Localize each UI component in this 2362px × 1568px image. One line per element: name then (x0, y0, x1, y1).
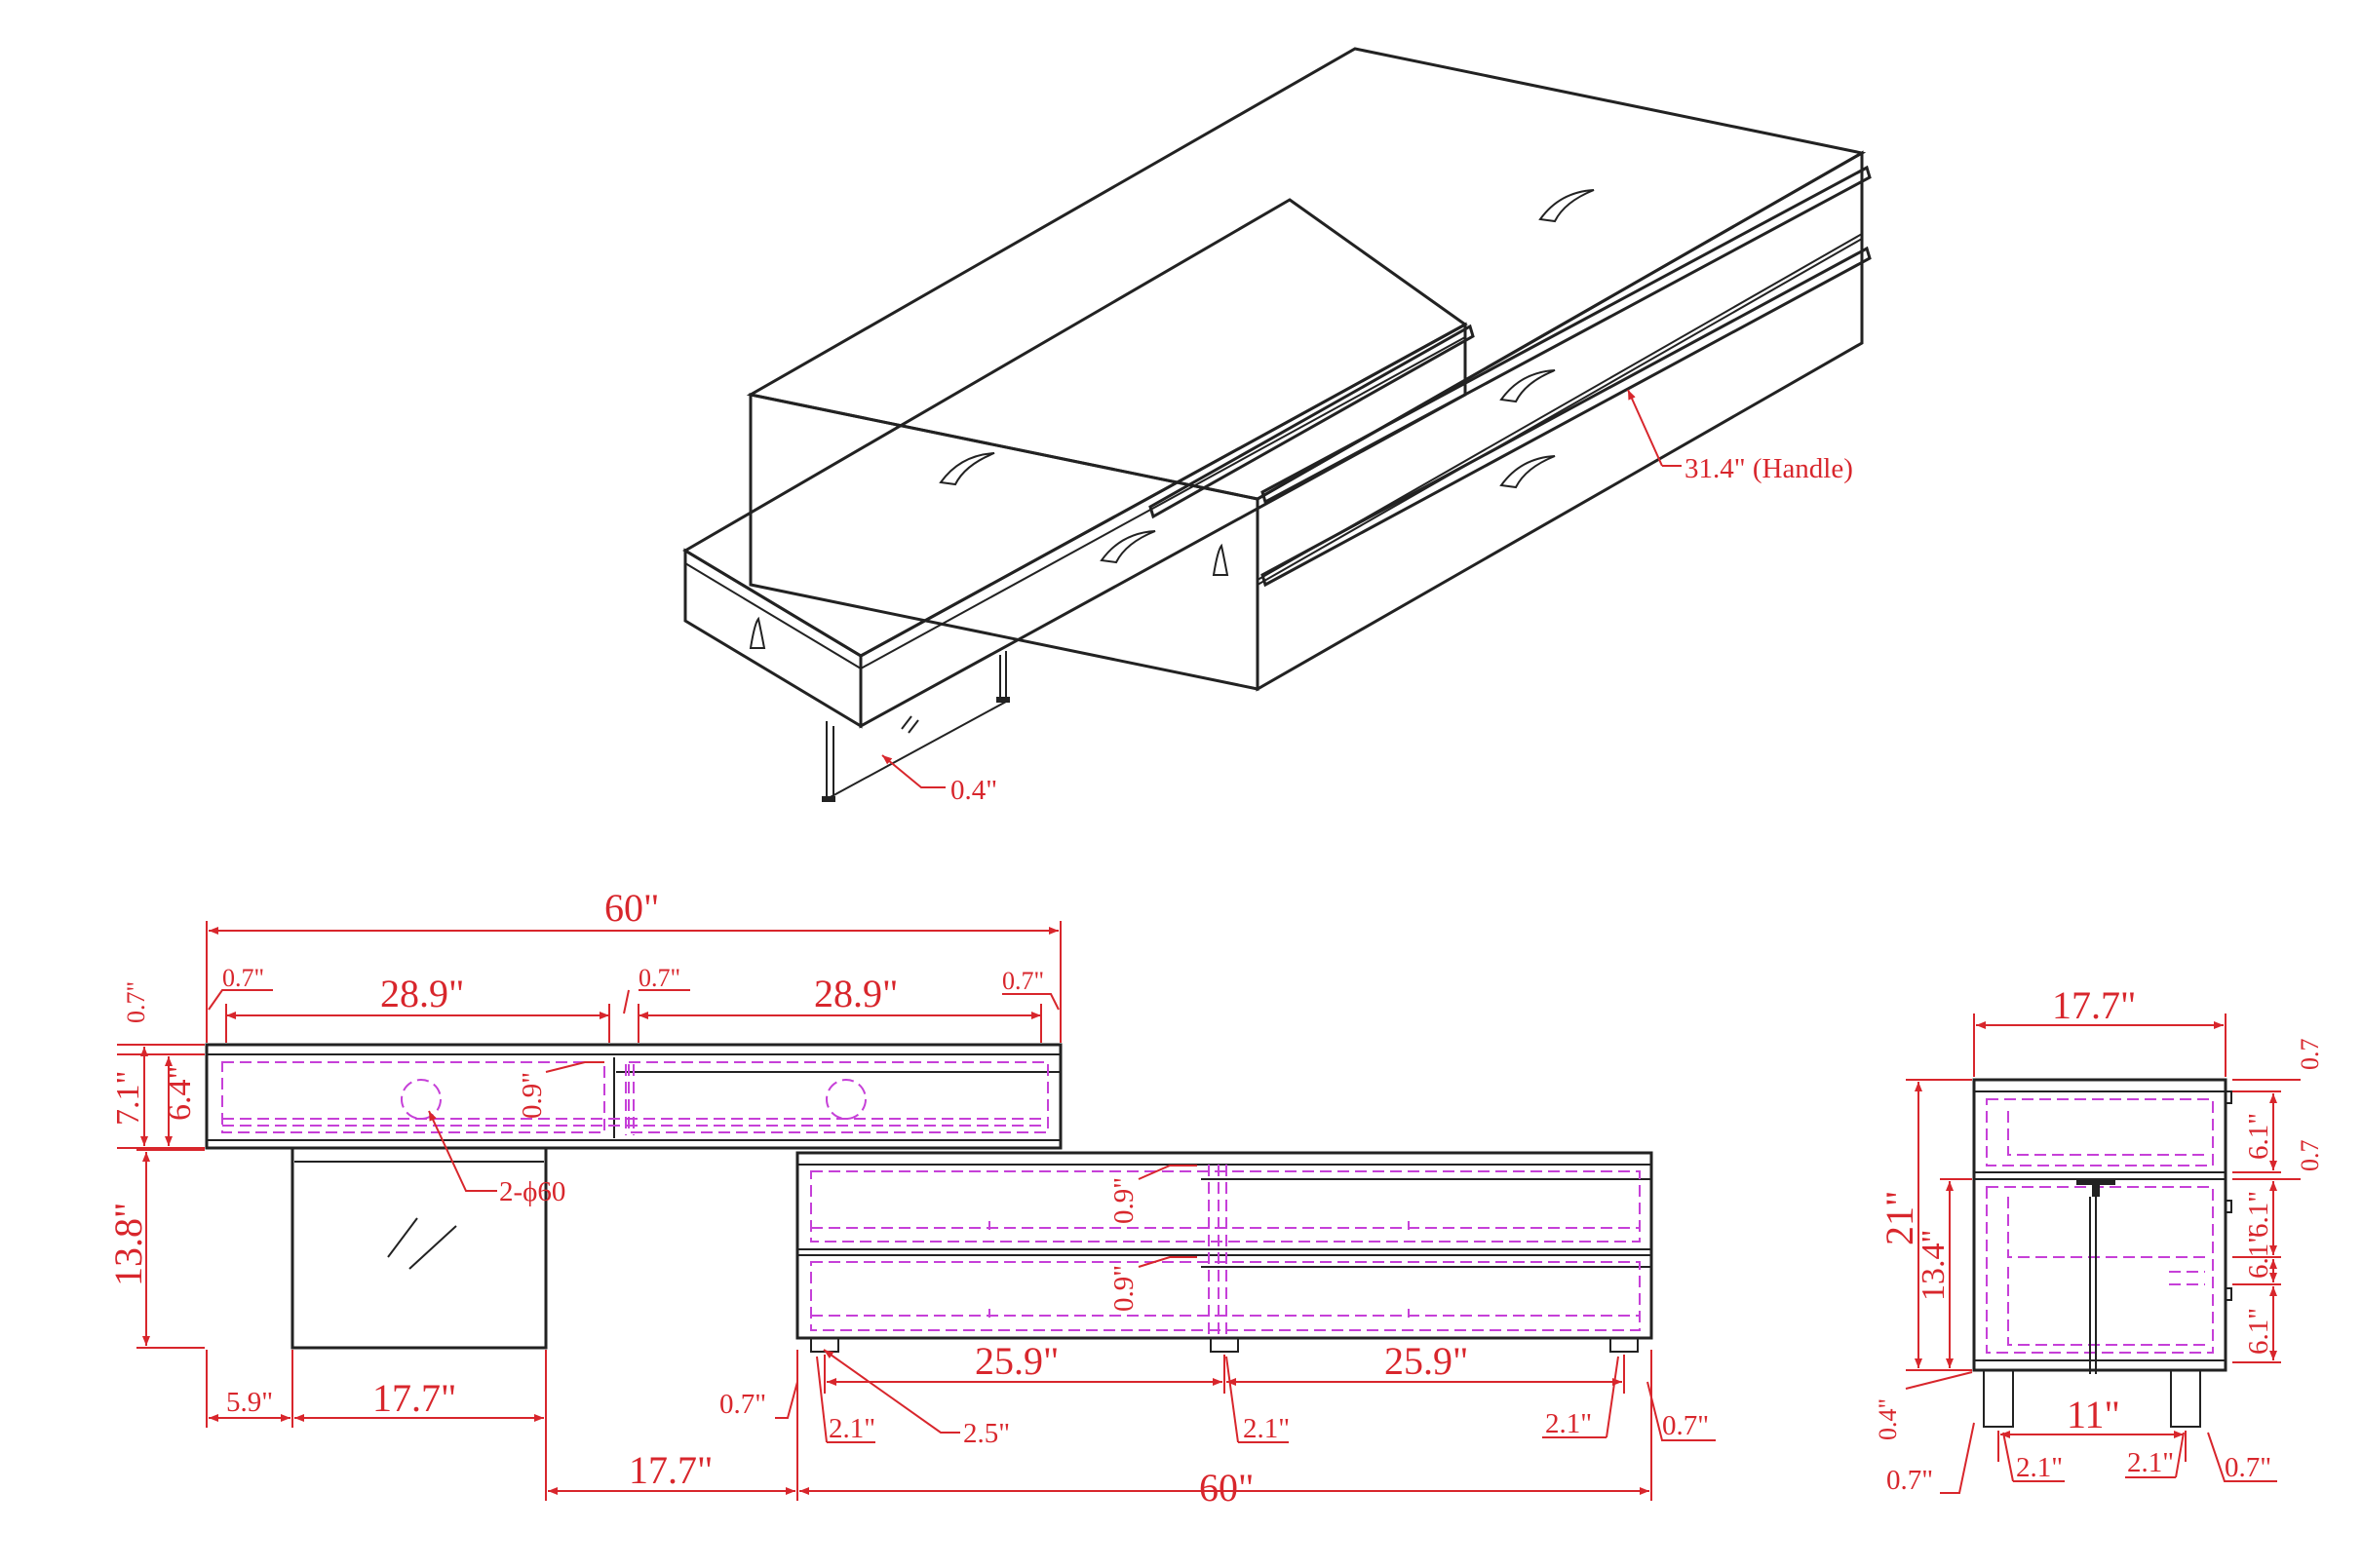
side-edge-right-dim: 0.7" (2225, 1452, 2271, 1483)
side-total-height-dim: 21" (1878, 1191, 1921, 1245)
iso-glass-support (822, 651, 1010, 802)
front-offset-left-dim: 5.9" (226, 1387, 273, 1418)
front-upper-cabinet (205, 1043, 1063, 1150)
front-gap-mid-dim: 0.7" (639, 964, 680, 992)
front-offset-bottom-dim: 17.7" (629, 1448, 713, 1492)
front-door-left-dim: 28.9" (380, 972, 464, 1015)
front-leg-right-dim: 2.1" (1545, 1408, 1592, 1439)
front-leg-span-left-dim: 25.9" (975, 1339, 1059, 1383)
side-drawer1-dim: 6.1" (2243, 1113, 2274, 1160)
front-glass-panel (290, 1146, 548, 1350)
side-view: 17.7" 21" 13.4" 0.7 6.1" 0.7 6.1" 6.1" 6… (1874, 983, 2324, 1496)
handle-length-label: 31.4" (Handle) (1684, 453, 1853, 484)
front-door-right-dim: 28.9" (814, 972, 898, 1015)
side-cabinet (1972, 1078, 2227, 1372)
side-drawer3-dim: 6.1" (2243, 1232, 2274, 1279)
front-overall-top-dim: 60" (604, 886, 659, 930)
side-base-gap-dim: 0.4" (1874, 1398, 1902, 1440)
side-mid-gap-dim: 0.7 (2296, 1140, 2324, 1172)
front-upper-height-dim: 7.1" (110, 1071, 146, 1126)
front-gap-right-dim: 0.7" (1002, 967, 1044, 995)
front-leg-dia-dim: 2.5" (963, 1418, 1010, 1449)
side-top-gap-dim: 0.7 (2296, 1039, 2324, 1071)
iso-front-cabinet (682, 198, 1475, 729)
front-leg-span-right-dim: 25.9" (1384, 1339, 1468, 1383)
side-leg-right-dim: 2.1" (2127, 1447, 2174, 1478)
glass-thickness-label: 0.4" (950, 775, 997, 806)
front-top-thickness-dim: 0.7" (122, 981, 150, 1023)
front-leg-mid-dim: 2.1" (1243, 1413, 1290, 1444)
isometric-view: 31.4" (Handle) 0.4" (682, 47, 1872, 806)
front-gap-left-dim: 0.7" (222, 964, 264, 992)
side-depth-dim: 17.7" (2052, 983, 2136, 1027)
iso-back-cabinet (746, 47, 1872, 692)
front-lower-height-dim: 13.8" (106, 1203, 150, 1286)
side-drawer2-dim: 6.1" (2243, 1191, 2274, 1238)
front-upper-inner-dim: 6.4" (162, 1066, 198, 1121)
front-edge-right-dim: 0.7" (1662, 1410, 1709, 1441)
iso-glass-callout: 0.4" (881, 754, 997, 806)
side-leg-left-dim: 2.1" (2016, 1452, 2063, 1483)
front-view: 60" 28.9" 28.9" 0.7" 0.7" 0.7" 0.7" 7.1"… (106, 886, 1716, 1510)
side-leg-span-dim: 11" (2067, 1393, 2120, 1436)
side-box-height-dim: 13.4" (1916, 1230, 1952, 1301)
iso-handle-callout: 31.4" (Handle) (1627, 389, 1853, 484)
front-holes-callout: 2-ϕ60 (499, 1176, 565, 1207)
front-leg-left-dim: 2.1" (829, 1413, 875, 1444)
side-edge-left-dim: 0.7" (1886, 1465, 1933, 1496)
front-overall-bottom-dim: 60" (1199, 1466, 1254, 1510)
side-drawer4-dim: 6.1" (2243, 1308, 2274, 1355)
front-handle-upper-dim: 0.9" (517, 1072, 548, 1119)
front-handle-mid2-dim: 0.9" (1108, 1265, 1140, 1312)
front-handle-mid1-dim: 0.9" (1108, 1177, 1140, 1224)
front-lower-cabinet (795, 1151, 1653, 1340)
front-edge-left-dim: 0.7" (719, 1389, 766, 1420)
front-glass-width-dim: 17.7" (372, 1376, 456, 1420)
